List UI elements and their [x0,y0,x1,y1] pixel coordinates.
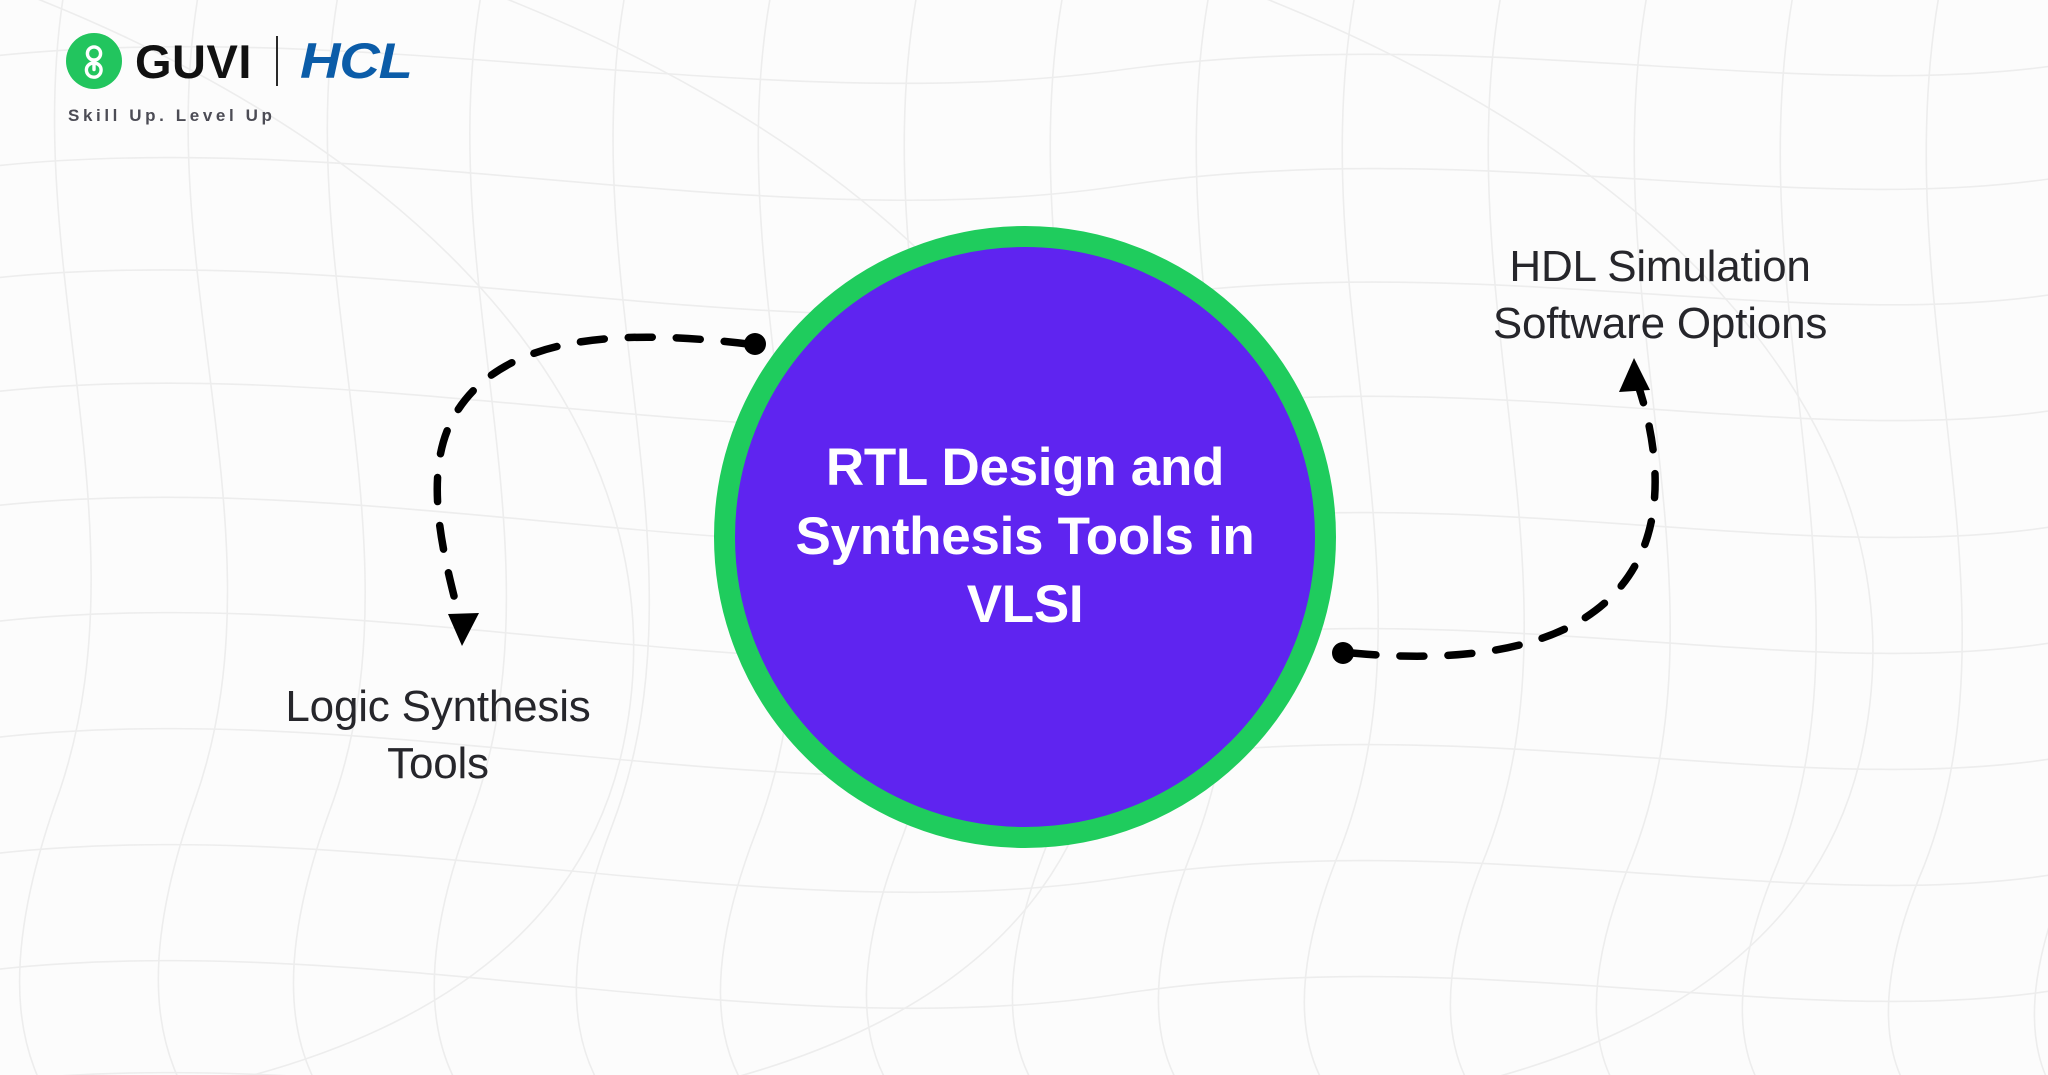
connector-right-path [1348,378,1659,660]
branch-label-logic-synthesis-tools[interactable]: Logic Synthesis Tools [285,682,591,789]
hcl-wordmark: HCL [299,33,413,89]
brand-divider [275,36,278,86]
brand-lockup: GUVI HCL Skill Up. Level Up [66,30,413,126]
guvi-wordmark: GUVI [135,34,252,88]
guvi-g-mark-icon [66,33,122,89]
connector-left-path [433,333,752,632]
connector-right [1332,358,1659,664]
center-node-title: RTL Design and Synthesis Tools in VLSI [795,438,1255,635]
center-node[interactable]: RTL Design and Synthesis Tools in VLSI [714,226,1336,848]
connector-right-start-dot [1332,642,1354,664]
connector-left-start-dot [744,333,766,355]
connector-left-arrowhead-icon [448,613,479,646]
connector-right-arrowhead-icon [1619,358,1650,392]
brand-tagline: Skill Up. Level Up [68,106,276,125]
branch-label-hdl-simulation-software-options[interactable]: HDL Simulation Software Options [1492,242,1828,349]
brand-row: GUVI HCL [66,30,413,92]
